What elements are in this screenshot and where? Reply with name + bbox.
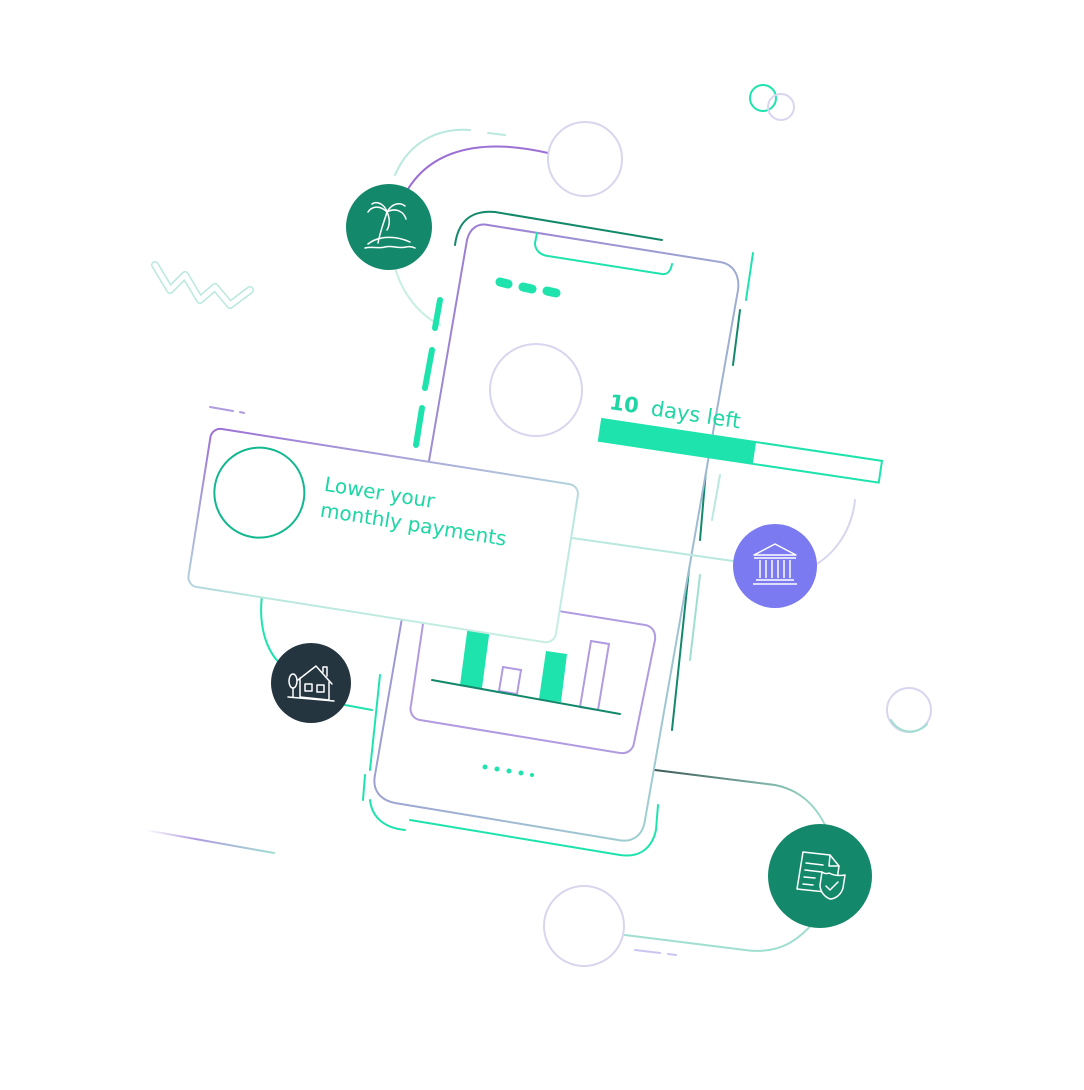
top-curve — [394, 128, 471, 176]
payment-card: Lower your monthly payments — [187, 427, 579, 644]
card-frame — [187, 427, 579, 644]
document-shield-icon — [796, 851, 846, 900]
profile-circle — [489, 343, 583, 437]
chart-bar — [460, 625, 490, 688]
chart-bar — [539, 651, 567, 702]
bank-link-line — [564, 536, 741, 563]
lavender-circle-bottom — [543, 885, 625, 967]
chart-baseline — [431, 679, 621, 715]
lavender-circle-top — [547, 121, 623, 197]
palm-tree-badge — [346, 184, 432, 270]
bank-badge — [733, 524, 817, 608]
small-ring — [749, 84, 777, 112]
days-number: 10 — [608, 390, 640, 418]
page-dots — [482, 764, 534, 777]
card-avatar-circle — [213, 446, 306, 539]
status-dashes — [495, 277, 561, 298]
house-badge — [271, 643, 351, 723]
phone-notch — [533, 232, 673, 276]
house-icon — [287, 665, 335, 702]
bank-icon — [753, 543, 797, 585]
bar-chart — [431, 625, 621, 715]
left-line — [144, 829, 275, 854]
small-ring — [767, 93, 795, 121]
palm-tree-icon — [364, 201, 416, 249]
document-badge — [768, 824, 872, 928]
chart-bar — [497, 665, 523, 696]
progress-fill — [598, 419, 757, 464]
phone-outer-frame — [454, 210, 663, 246]
